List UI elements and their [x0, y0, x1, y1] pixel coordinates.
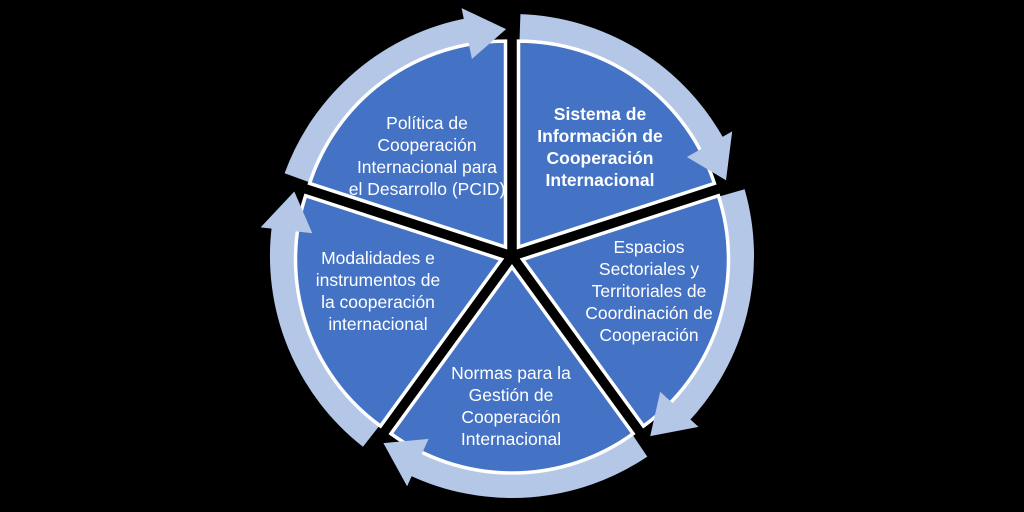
cycle-arrow-arc-politica-pcid [284, 18, 474, 184]
segment-label-politica-pcid: Política de Cooperación Internacional pa… [348, 113, 506, 199]
cycle-arrow-head-sistema-informacion [686, 131, 733, 181]
cycle-arrow-arc-espacios-coordinacion [665, 189, 755, 423]
cycle-arrow-arc-normas-gestion [407, 431, 648, 498]
cycle-arrow-head-espacios-coordinacion [650, 391, 699, 437]
cycle-arrow-head-normas-gestion [383, 438, 429, 487]
cycle-arrow-head-modalidades-instrumentos [260, 191, 313, 234]
segment-label-normas-gestion: Normas para la Gestión de Cooperación In… [451, 363, 571, 449]
segment-label-sistema-informacion: Sistema de Información de Cooperación In… [537, 104, 663, 190]
cycle-arrow-head-politica-pcid [461, 8, 507, 60]
cycle-arrow-arc-modalidades-instrumentos [270, 224, 382, 447]
segment-label-modalidades-instrumentos: Modalidades e instrumentos de la coopera… [315, 248, 441, 334]
segment-label-espacios-coordinacion: Espacios Sectoriales y Territoriales de … [585, 237, 713, 345]
cycle-arrow-arc-sistema-informacion [519, 14, 725, 156]
